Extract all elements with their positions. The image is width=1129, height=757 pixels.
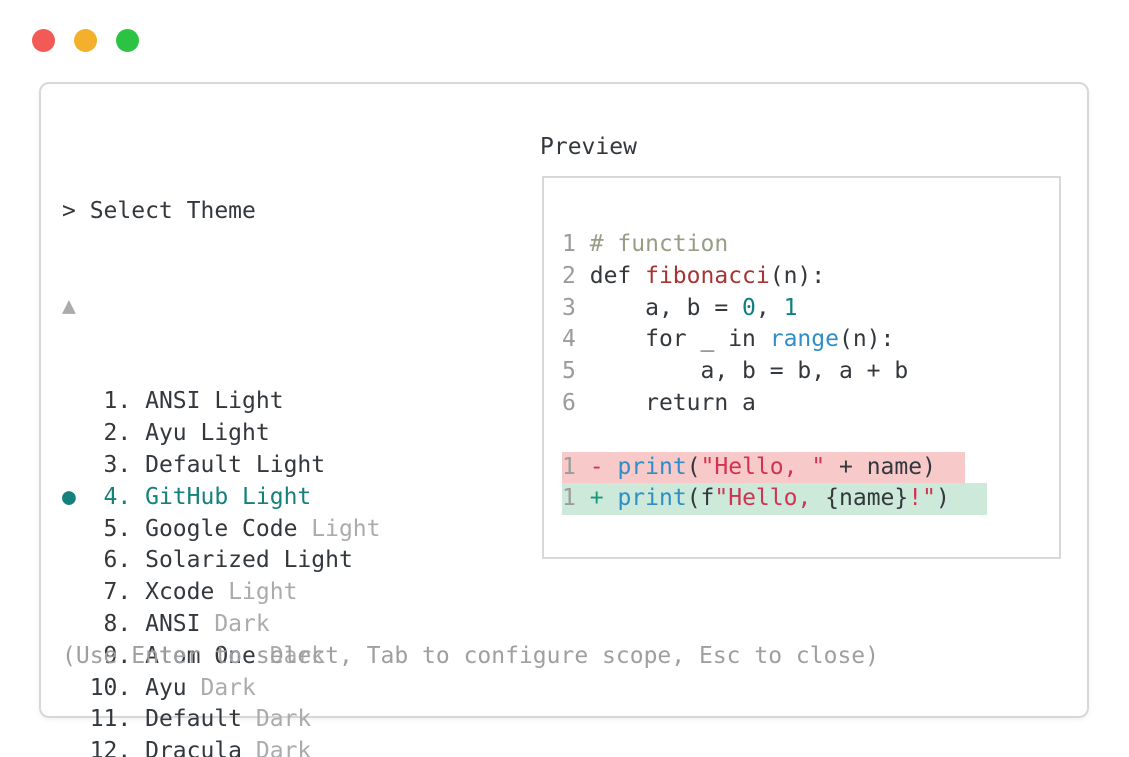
theme-item[interactable]: 8. ANSI Dark <box>89 610 270 637</box>
window-controls <box>32 29 139 52</box>
close-button[interactable] <box>32 29 55 52</box>
theme-item[interactable]: 12. Dracula Dark <box>89 738 312 757</box>
code-line-blank <box>562 420 987 452</box>
theme-selector-panel: > Select Theme ▲ 1. ANSI Light 2. Ayu Li… <box>62 132 381 757</box>
theme-selector-window: > Select Theme ▲ 1. ANSI Light 2. Ayu Li… <box>39 82 1089 757</box>
theme-item[interactable]: 6. Solarized Light <box>89 547 353 574</box>
scroll-up-icon[interactable]: ▲ <box>62 292 76 319</box>
preview-box: 1 # function 2 def fibonacci(n): 3 a, b = … <box>542 176 1061 559</box>
theme-list: 1. ANSI Light 2. Ayu Light 3. Default Li… <box>62 386 381 757</box>
zoom-button[interactable] <box>116 29 139 52</box>
code-line: 6 return a <box>562 389 756 416</box>
minimize-button[interactable] <box>74 29 97 52</box>
theme-item[interactable]: 2. Ayu Light <box>89 420 270 447</box>
theme-item[interactable]: 10. Ayu Dark <box>89 674 256 701</box>
theme-item[interactable]: 5. Google Code Light <box>89 515 381 542</box>
code-preview: 1 # function 2 def fibonacci(n): 3 a, b = … <box>562 229 987 516</box>
theme-item[interactable]: 3. Default Light <box>89 451 326 478</box>
theme-item[interactable]: 7. Xcode Light <box>89 579 298 606</box>
code-line: 3 a, b = 0, 1 <box>562 294 798 321</box>
theme-item[interactable]: ● 4. GitHub Light <box>62 483 312 510</box>
help-text: (Use Enter to select, Tab to configure s… <box>62 643 879 669</box>
code-line: 5 a, b = b, a + b <box>562 358 909 385</box>
theme-item[interactable]: 1. ANSI Light <box>89 388 284 415</box>
theme-item[interactable]: 9. Atom One Dark <box>89 642 326 669</box>
code-line: 4 for _ in range(n): <box>562 326 895 353</box>
diff-line-removed: 1 - print("Hello, " + name) <box>562 451 987 484</box>
theme-item[interactable]: 11. Default Dark <box>89 706 312 733</box>
code-line: 2 def fibonacci(n): <box>562 262 826 289</box>
select-theme-prompt: > Select Theme <box>62 197 256 224</box>
diff-line-added: 1 + print(f"Hello, {name}!") <box>562 483 987 516</box>
code-line: 1 # function <box>562 231 729 257</box>
preview-label: Preview <box>540 134 637 160</box>
